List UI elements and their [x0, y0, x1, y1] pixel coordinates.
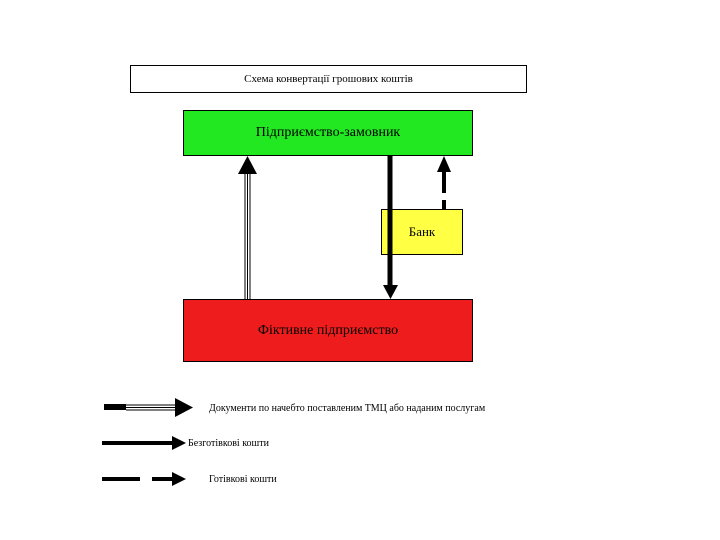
legend-cashless-label: Безготівкові кошти [188, 438, 269, 449]
customer-enterprise-node: Підприємство-замовник [183, 110, 473, 156]
legend-documents-arrow [104, 398, 193, 417]
cash-flow-arrow [437, 156, 451, 209]
documents-flow-arrow [238, 156, 257, 299]
diagram-title: Схема конвертації грошових коштів [130, 65, 527, 93]
legend-cash-arrow [102, 472, 186, 486]
fictive-enterprise-label: Фіктивне підприємство [257, 322, 399, 338]
diagram-title-text: Схема конвертації грошових коштів [244, 73, 413, 85]
cashless-flow-arrow [383, 156, 398, 299]
customer-enterprise-label: Підприємство-замовник [255, 125, 401, 140]
legend-documents-label: Документи по начебто поставленим ТМЦ або… [209, 403, 486, 414]
fictive-enterprise-node: Фіктивне підприємство [183, 299, 473, 362]
bank-label: Банк [408, 224, 436, 239]
legend-cash-label: Готівкові кошти [209, 474, 277, 485]
bank-node: Банк [381, 209, 463, 255]
legend-cashless-arrow [102, 436, 186, 450]
